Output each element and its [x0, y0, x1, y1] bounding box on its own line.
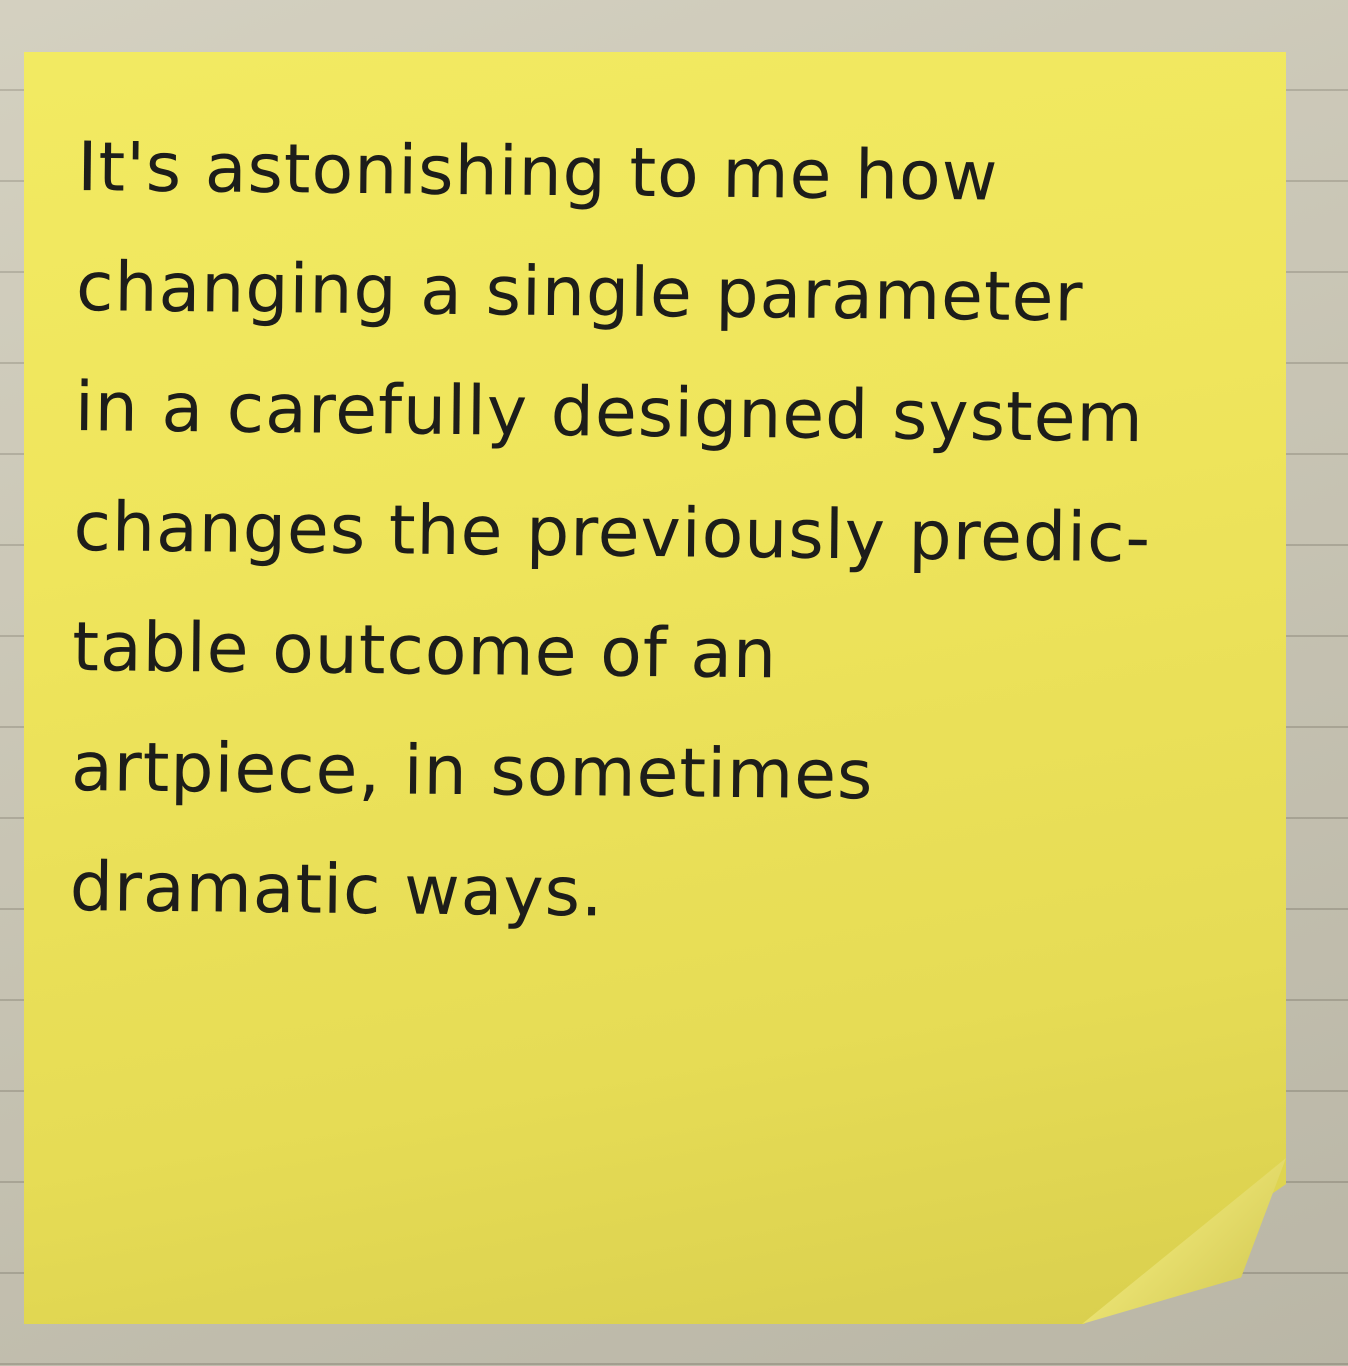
note-line: artpiece, in sometimes — [70, 727, 874, 816]
note-line: changes the previously predic- — [73, 487, 1152, 579]
handwritten-note-text: It's astonishing to me how changing a si… — [69, 108, 1248, 960]
note-line: table outcome of an — [71, 607, 778, 695]
note-line: in a carefully designed system — [74, 367, 1145, 459]
note-line: changing a single parameter — [75, 247, 1084, 338]
note-line: It's astonishing to me how — [76, 127, 999, 217]
note-line: dramatic ways. — [69, 847, 605, 933]
sticky-note — [24, 52, 1286, 1324]
